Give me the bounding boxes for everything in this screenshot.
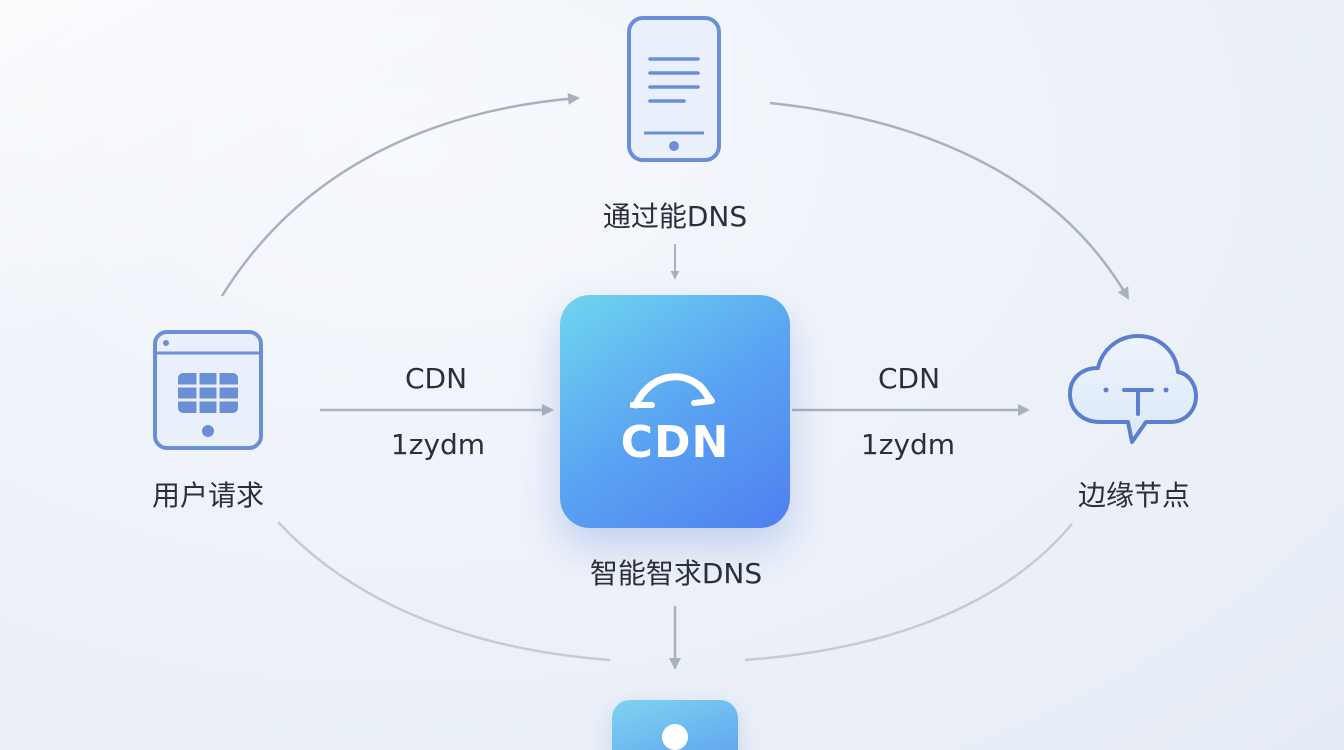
hub-title: CDN xyxy=(620,417,730,468)
arc-left-to-top xyxy=(220,92,580,297)
arc-arrow-icon xyxy=(630,373,715,409)
arc-left-to-bottom xyxy=(277,521,611,662)
arc-bottom-to-right xyxy=(744,523,1073,662)
edge-left-label-2: 1zydm xyxy=(390,428,486,461)
user-dot-icon xyxy=(612,700,738,750)
right-node-label: 边缘节点 xyxy=(1077,479,1191,512)
cloud-icon xyxy=(1068,334,1198,444)
arc-top-to-right xyxy=(769,101,1130,300)
smartphone-icon xyxy=(627,16,721,162)
edge-left-label-1: CDN xyxy=(404,362,468,395)
top-node-label: 通过能DNS xyxy=(602,200,748,233)
user-dot xyxy=(662,724,688,750)
cdn-hub: CDN xyxy=(560,295,790,528)
hub-caption: 智能智求DNS xyxy=(589,557,763,590)
edge-right-label-1: CDN xyxy=(877,362,941,395)
left-node-label: 用户请求 xyxy=(151,479,265,512)
tablet-grid-icon xyxy=(153,330,263,450)
edge-right-label-2: 1zydm xyxy=(860,428,956,461)
